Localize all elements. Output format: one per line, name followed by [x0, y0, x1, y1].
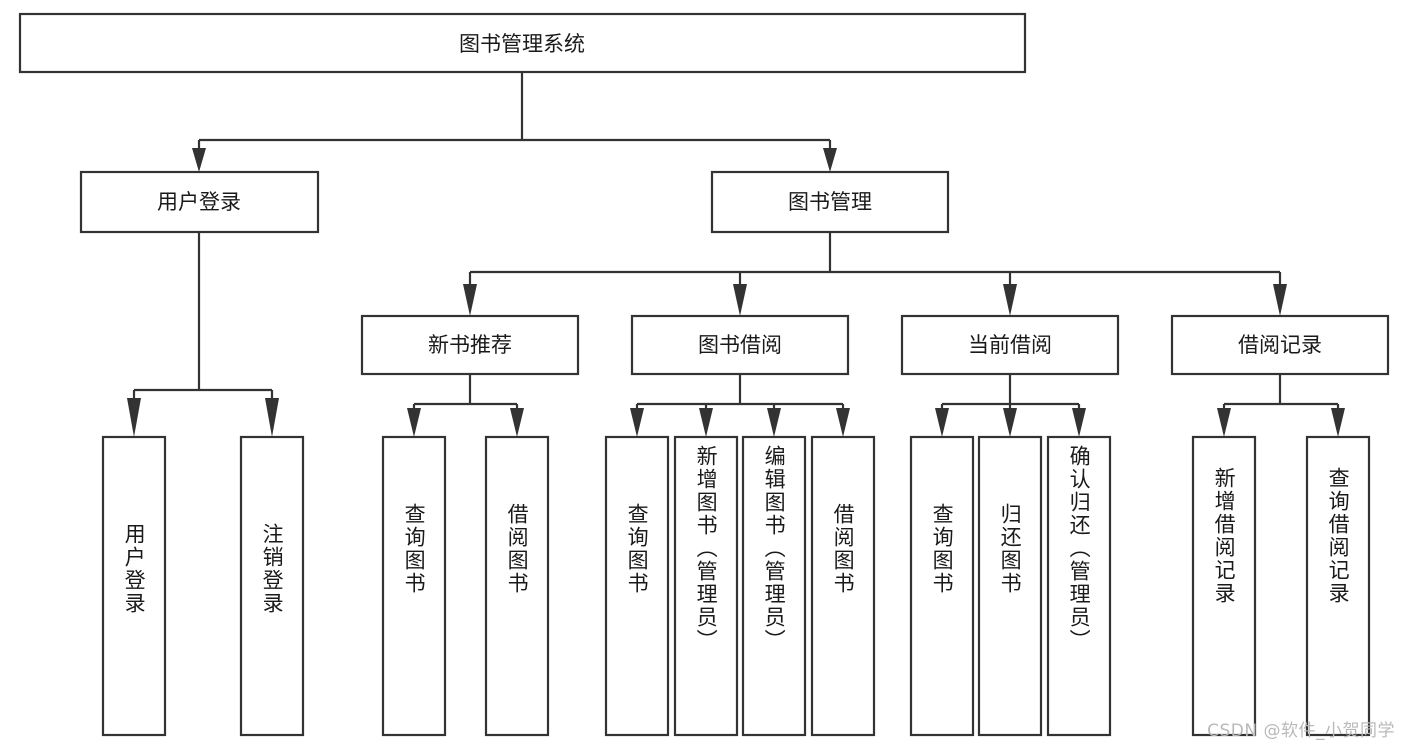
current-borrow-label: 当前借阅: [968, 333, 1052, 357]
arrowhead-leaf-add-book: [699, 408, 713, 437]
leaf-add-book-box[interactable]: [673, 435, 739, 737]
node-user-login[interactable]: 用户登录: [79, 170, 320, 234]
arrowhead-leaf-borrow-book-1: [510, 408, 524, 437]
leaf-query-book-1-box[interactable]: [381, 435, 447, 737]
current-borrow-box[interactable]: [900, 314, 1120, 376]
arrowhead-borrow-record: [1273, 284, 1287, 316]
borrow-record-box[interactable]: [1170, 314, 1390, 376]
arrowhead-leaf-borrow-book-2: [836, 408, 850, 437]
new-book-recommend-label: 新书推荐: [428, 333, 512, 357]
arrowhead-leaf-return-book: [1003, 408, 1017, 437]
arrowhead-user-login: [192, 148, 206, 172]
leaf-query-book-2-box[interactable]: [604, 435, 670, 737]
arrowhead-book-borrow: [733, 284, 747, 316]
arrowhead-leaf-add-record: [1217, 408, 1231, 437]
leaf-confirm-return-box[interactable]: [1046, 435, 1112, 737]
node-book-manage[interactable]: 图书管理: [710, 170, 950, 234]
leaf-user-login-box[interactable]: [101, 435, 167, 737]
arrowhead-new-book-recommend: [463, 284, 477, 316]
arrowhead-leaf-edit-book: [767, 408, 781, 437]
leaf-logout-login-box[interactable]: [239, 435, 305, 737]
user-login-box[interactable]: [79, 170, 320, 234]
leaf-query-book-3-box[interactable]: [909, 435, 975, 737]
book-borrow-label: 图书借阅: [698, 333, 782, 357]
leaf-borrow-book-2-box[interactable]: [810, 435, 876, 737]
arrowhead-leaf-logout-login: [265, 398, 279, 437]
node-new-book-recommend[interactable]: 新书推荐: [360, 314, 580, 376]
leaf-edit-book-box[interactable]: [741, 435, 807, 737]
book-manage-label: 图书管理: [788, 190, 872, 214]
leaf-box-layer: [101, 435, 1371, 737]
arrowhead-leaf-confirm-return: [1072, 408, 1086, 437]
new-book-recommend-box[interactable]: [360, 314, 580, 376]
leaf-add-record-box[interactable]: [1191, 435, 1257, 737]
root-box[interactable]: [18, 12, 1027, 74]
user-login-label: 用户登录: [157, 190, 241, 214]
leaf-return-book-box[interactable]: [977, 435, 1043, 737]
node-book-borrow[interactable]: 图书借阅: [630, 314, 850, 376]
borrow-record-label: 借阅记录: [1238, 333, 1322, 357]
node-borrow-record[interactable]: 借阅记录: [1170, 314, 1390, 376]
arrowhead-leaf-user-login: [127, 398, 141, 437]
leaf-borrow-book-1-box[interactable]: [484, 435, 550, 737]
csdn-watermark: CSDN @软件_小贺同学: [1207, 721, 1395, 741]
root-label: 图书管理系统: [459, 32, 585, 56]
arrowhead-leaf-query-book-2: [630, 408, 644, 437]
leaf-query-record-box[interactable]: [1305, 435, 1371, 737]
arrowhead-leaf-query-book-1: [407, 408, 421, 437]
book-borrow-box[interactable]: [630, 314, 850, 376]
arrowhead-current-borrow: [1003, 284, 1017, 316]
node-current-borrow[interactable]: 当前借阅: [900, 314, 1120, 376]
arrowhead-book-manage: [823, 148, 837, 172]
connector-layer: [127, 72, 1345, 437]
arrowhead-leaf-query-book-3: [935, 408, 949, 437]
book-manage-box[interactable]: [710, 170, 950, 234]
node-root[interactable]: 图书管理系统: [18, 12, 1027, 74]
arrowhead-leaf-query-record: [1331, 408, 1345, 437]
